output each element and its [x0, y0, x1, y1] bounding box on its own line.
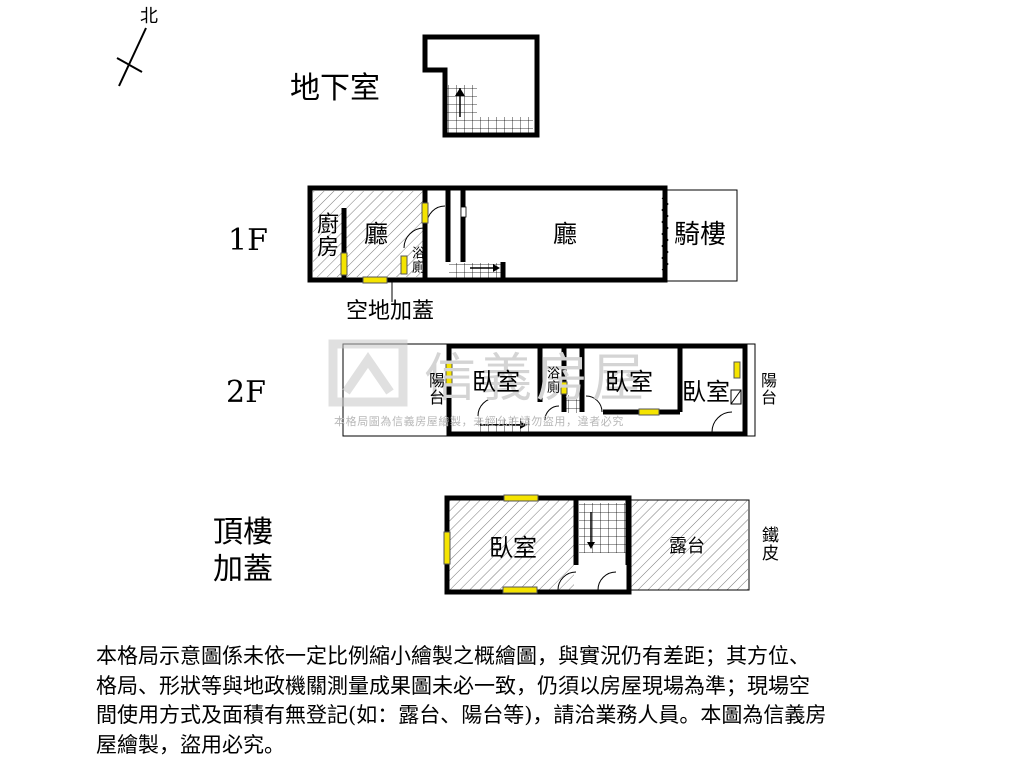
second-floor-plan [342, 343, 756, 437]
compass-north-label: 北 [140, 6, 158, 27]
roof-label-line1: 頂樓 [213, 515, 273, 550]
room-bedroom-3: 臥室 [682, 378, 730, 406]
compass-arrow-icon [116, 27, 147, 87]
roof-annex-plan [443, 494, 750, 595]
room-kitchen: 廚房 [313, 212, 338, 258]
room-roof-bedroom: 臥室 [489, 534, 537, 562]
disclaimer-text: 本格局示意圖係未依一定比例縮小繪製之概繪圖，與實況仍有差距；其方位、 格局、形狀… [96, 642, 956, 760]
room-bedroom-1: 臥室 [472, 368, 520, 396]
disclaimer-line-1: 本格局示意圖係未依一定比例縮小繪製之概繪圖，與實況仍有差距；其方位、 [96, 644, 810, 668]
room-arcade: 騎樓 [674, 220, 727, 250]
room-terrace: 露台 [669, 536, 705, 557]
room-balcony-east: 陽台 [758, 372, 777, 406]
room-balcony-west: 陽台 [426, 372, 445, 406]
first-floor-plan [307, 185, 738, 302]
basement-plan [422, 34, 540, 138]
watermark-brand: 信義房屋 [424, 349, 649, 409]
room-bedroom-2: 臥室 [605, 368, 653, 396]
room-living-1: 廳 [364, 220, 388, 248]
room-tin-sheet: 鐵皮 [758, 526, 778, 562]
annex-label: 空地加蓋 [346, 299, 435, 324]
watermark-logo-icon [328, 339, 408, 407]
second-floor-label: 2F [226, 375, 266, 410]
roof-label-line2: 加蓋 [213, 552, 273, 587]
disclaimer-line-4: 屋繪製，盜用必究。 [96, 732, 285, 757]
room-bath-2f: 浴廁 [544, 366, 559, 394]
disclaimer-line-2: 格局、形狀等與地政機關測量成果圖未必一致，仍須以房屋現場為準；現場空 [96, 673, 810, 698]
floor-plan-drawing [116, 27, 756, 595]
first-floor-label: 1F [228, 223, 268, 258]
disclaimer-line-3: 間使用方式及面積有無登記(如：露台、陽台等)，請洽業務人員。本圖為信義房 [96, 703, 827, 727]
room-bath-1f: 浴廁 [409, 246, 424, 274]
watermark-note: 本格局圖為信義房屋繪製，未經允許請勿盜用，違者必究 [334, 415, 624, 428]
room-living-2: 廳 [553, 220, 577, 248]
basement-label: 地下室 [290, 71, 380, 106]
